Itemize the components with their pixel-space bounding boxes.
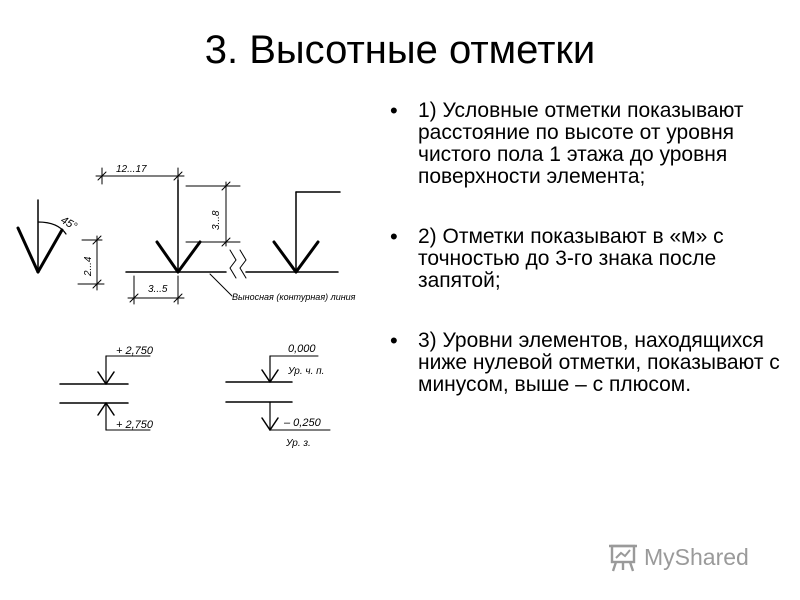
dim-top-label: 12...17 [116, 164, 147, 175]
slide-title: 3. Высотные отметки [204, 28, 596, 72]
bullet-marker: • [390, 328, 398, 353]
angle-marker: 45° 2...4 [16, 199, 105, 291]
mark-plus-top-label: + 2,750 [116, 345, 154, 357]
plus-marks: + 2,750 + 2,750 [59, 345, 154, 431]
bullet-text: 1) Условные отметки показывают расстояни… [418, 99, 744, 188]
bullet-list: • 1) Условные отметки показывают расстоя… [390, 100, 780, 434]
main-marker: 12...17 3...8 3...5 Выносная (контурная)… [95, 164, 356, 305]
bullet-marker: • [390, 98, 398, 123]
myshared-logo: MyShared [606, 540, 749, 574]
bullet-marker: • [390, 224, 398, 249]
ground-level-label: Ур. з. [285, 438, 311, 449]
bullet-text: 3) Уровни элементов, находящихся ниже ну… [418, 329, 780, 396]
logo-text: MyShared [644, 543, 749, 570]
right-marker [272, 191, 341, 274]
bullet-item: • 3) Уровни элементов, находящихся ниже … [390, 330, 780, 396]
dim-bottom-label: 3...5 [148, 284, 168, 295]
elevation-marks-drawing: 45° 2...4 12...17 3...8 [16, 164, 356, 449]
mark-zero-label: 0,000 [288, 343, 316, 355]
bullet-item: • 2) Отметки показывают в «м» с точность… [390, 226, 780, 292]
leader-note-label: Выносная (контурная) линия [232, 292, 356, 302]
floor-level-label: Ур. ч. п. [287, 366, 324, 377]
dim-mid-vert-label: 3...8 [211, 210, 222, 230]
mark-plus-bottom-label: + 2,750 [116, 419, 154, 431]
zero-minus-marks: 0,000 Ур. ч. п. – 0,250 Ур. з. [225, 343, 331, 449]
bullet-text: 2) Отметки показывают в «м» с точностью … [418, 225, 724, 292]
mark-minus-label: – 0,250 [283, 417, 322, 429]
bullet-item: • 1) Условные отметки показывают расстоя… [390, 100, 780, 188]
presentation-board-icon [609, 544, 637, 572]
dim-left-vert-label: 2...4 [83, 256, 94, 277]
